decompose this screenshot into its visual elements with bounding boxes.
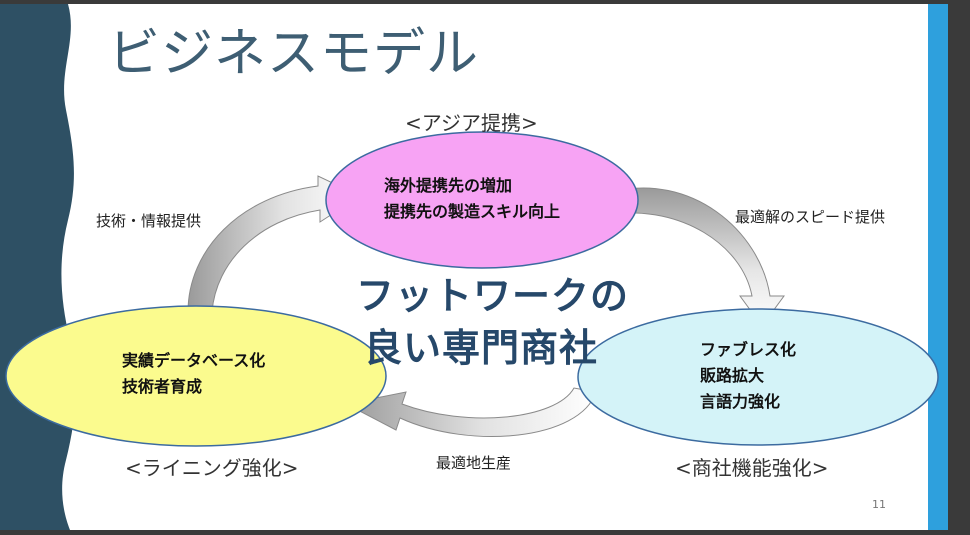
slide-title: ビジネスモデル [108,24,480,84]
yellow-bubble-line: 実績データベース化 [122,351,266,370]
flow-label-speed: 最適解のスピード提供 [735,208,886,226]
yellow-bubble-text: 実績データベース化 技術者育成 [122,348,265,400]
cyan-bubble-line: 販路拡大 [700,366,765,385]
yellow-ellipse [5,305,387,447]
center-slogan: フットワークの 良い専門商社 [356,270,630,374]
group-label-lining: <ライニング強化> [125,456,299,480]
center-slogan-line: 良い専門商社 [363,326,598,370]
pink-bubble-text: 海外提携先の増加 提携先の製造スキル向上 [384,173,560,225]
flow-label-tech-info: 技術・情報提供 [96,212,202,230]
cyan-bubble-line: 言語力強化 [700,392,781,411]
center-slogan-line: フットワークの [356,274,630,318]
group-label-trading: <商社機能強化> [675,456,829,480]
page-number: 11 [872,498,886,511]
cyan-bubble-line: ファブレス化 [700,340,797,359]
pink-bubble-line: 海外提携先の増加 [384,176,513,195]
arrow-right-to-left [344,387,597,437]
group-label-asia: <アジア提携> [405,111,538,135]
yellow-bubble-line: 技術者育成 [122,377,203,396]
flow-label-production: 最適地生産 [436,454,512,472]
right-band [928,4,948,530]
pink-bubble-line: 提携先の製造スキル向上 [384,202,561,221]
cyan-bubble-text: ファブレス化 販路拡大 言語力強化 [700,337,796,415]
pink-ellipse [325,131,639,269]
cyan-ellipse [577,308,939,446]
